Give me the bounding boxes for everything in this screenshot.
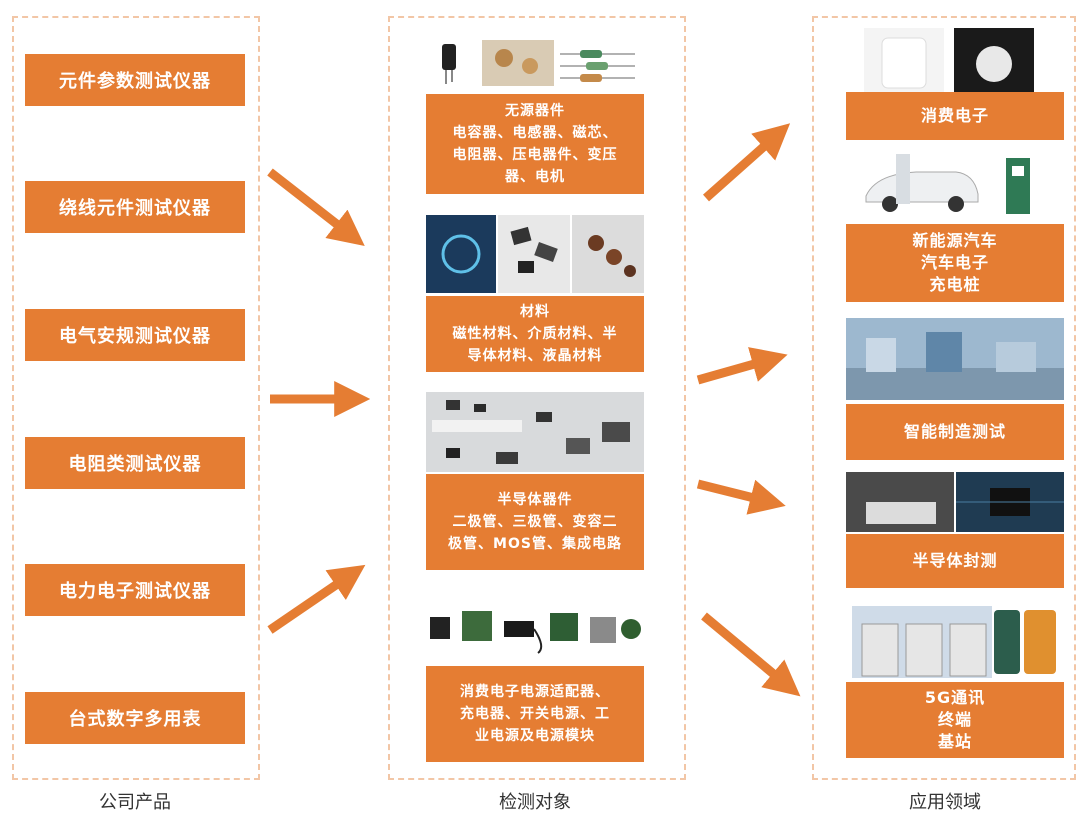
consumer-electronics-image — [864, 28, 1034, 92]
smart-manufacturing-image — [846, 318, 1064, 400]
object-title: 无源器件 — [505, 103, 565, 119]
arrow-objects-to-5g — [701, 612, 801, 697]
app-5g-communication: 5G通讯 终端 基站 — [846, 682, 1064, 758]
object-line: 消费电子电源适配器、 — [460, 684, 610, 700]
applications-column-label: 应用领域 — [909, 792, 981, 813]
semiconductor-devices-image — [426, 392, 644, 472]
object-line: 器、电机 — [505, 169, 565, 185]
app-line: 半导体封测 — [912, 551, 998, 570]
arrow-objects-to-packaging — [696, 479, 786, 515]
object-title: 材料 — [520, 304, 550, 320]
app-line: 汽车电子 — [920, 253, 989, 272]
object-line: 电容器、电感器、磁芯、 — [452, 125, 618, 141]
app-line: 5G通讯 — [924, 688, 986, 707]
object-line: 二极管、三极管、变容二 — [452, 514, 618, 530]
object-line: 磁性材料、介质材料、半 — [452, 326, 618, 342]
object-semiconductor-devices: 半导体器件 二极管、三极管、变容二 极管、MOS管、集成电路 — [426, 474, 644, 570]
arrow-products-to-objects-bottom — [267, 564, 366, 634]
app-consumer-electronics: 消费电子 — [846, 92, 1064, 140]
arrow-objects-to-consumer — [703, 123, 791, 202]
arrow-objects-to-manufacturing — [696, 347, 788, 385]
object-line: 电阻器、压电器件、变压 — [452, 147, 618, 163]
app-line: 基站 — [937, 732, 972, 751]
products-column-label: 公司产品 — [99, 792, 171, 813]
arrow-products-to-objects-top — [267, 168, 365, 246]
app-line: 智能制造测试 — [903, 422, 1006, 441]
object-title: 半导体器件 — [497, 492, 573, 508]
power-supply-image — [426, 603, 646, 657]
product-winding-tester: 绕线元件测试仪器 — [25, 181, 245, 233]
new-energy-vehicle-image — [856, 150, 1050, 220]
objects-column — [388, 16, 686, 780]
app-line: 终端 — [937, 710, 972, 729]
product-lcr-meter: 元件参数测试仪器 — [25, 54, 245, 106]
app-smart-manufacturing: 智能制造测试 — [846, 404, 1064, 460]
object-line: 极管、MOS管、集成电路 — [448, 536, 622, 552]
object-line: 业电源及电源模块 — [475, 728, 595, 744]
product-power-electronics-tester: 电力电子测试仪器 — [25, 564, 245, 616]
app-new-energy-vehicle: 新能源汽车 汽车电子 充电桩 — [846, 224, 1064, 302]
object-line: 导体材料、液晶材料 — [467, 348, 603, 364]
app-line: 新能源汽车 — [912, 231, 998, 250]
object-passive-components: 无源器件 电容器、电感器、磁芯、 电阻器、压电器件、变压 器、电机 — [426, 94, 644, 194]
materials-image — [426, 215, 644, 293]
object-materials: 材料 磁性材料、介质材料、半 导体材料、液晶材料 — [426, 296, 644, 372]
product-digital-multimeter: 台式数字多用表 — [25, 692, 245, 744]
object-power-supplies: 消费电子电源适配器、 充电器、开关电源、工 业电源及电源模块 — [426, 666, 644, 762]
5g-communication-image — [852, 606, 1058, 678]
app-line: 充电桩 — [929, 275, 981, 294]
passive-components-image — [430, 36, 640, 90]
product-safety-tester: 电气安规测试仪器 — [25, 309, 245, 361]
object-line: 充电器、开关电源、工 — [460, 706, 610, 722]
semiconductor-packaging-image — [846, 472, 1064, 532]
products-column — [12, 16, 260, 780]
product-resistance-tester: 电阻类测试仪器 — [25, 437, 245, 489]
objects-column-label: 检测对象 — [499, 792, 571, 813]
applications-column — [812, 16, 1076, 780]
app-semiconductor-packaging: 半导体封测 — [846, 534, 1064, 588]
app-line: 消费电子 — [920, 106, 989, 125]
